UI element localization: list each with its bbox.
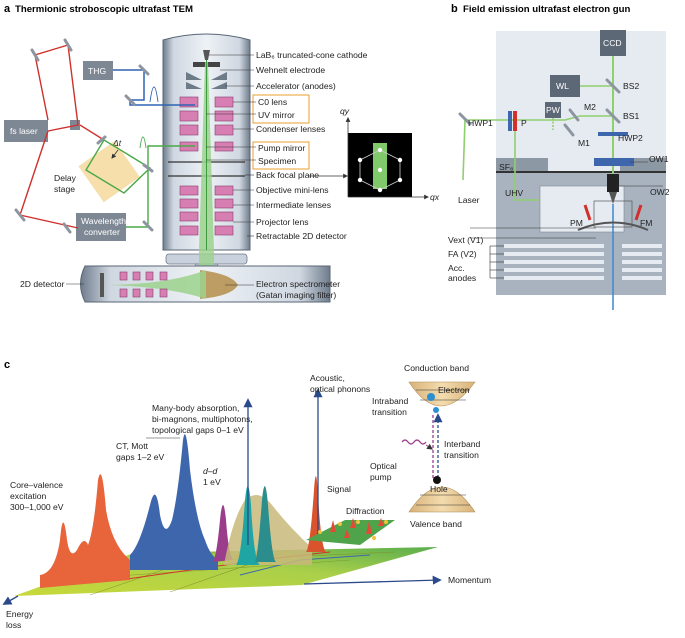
peak-teal-2 (255, 486, 276, 562)
diffraction-surface (306, 520, 395, 545)
panel-b-letter: b (451, 3, 458, 15)
energy-loss-label-1: Energy (6, 609, 34, 619)
ccd-box (600, 30, 626, 56)
label-electron-spectrometer: Electron spectrometer (256, 279, 340, 289)
intraband-label-2: transition (372, 407, 407, 417)
dt-label: Δt (112, 138, 122, 148)
energy-loss-label-2: loss (6, 620, 21, 630)
laser-label: Laser (458, 195, 480, 205)
hole-label: Hole (430, 484, 448, 494)
intraband-label-1: Intraband (372, 396, 409, 406)
label-specimen: Specimen (258, 156, 296, 166)
label-cathode: LaB₆ truncated-cone cathode (256, 50, 368, 60)
panel-c-letter: c (4, 359, 10, 371)
wavelength-converter-box (76, 213, 126, 241)
wavelength-converter-line2: converter (84, 227, 120, 237)
ccd-label: CCD (603, 38, 622, 48)
valence-band-label: Valence band (410, 519, 462, 529)
manybody-label-1: Many-body absorption, (152, 403, 239, 413)
qy-label: qy (340, 106, 350, 116)
m1-label: M1 (578, 138, 590, 148)
conduction-band-label: Conduction band (404, 363, 469, 373)
hwp1-label: HWP1 (468, 118, 493, 128)
dd-label-1: d–d (203, 466, 218, 476)
pm-label: PM (570, 218, 583, 228)
label-2d-detector: 2D detector (20, 279, 65, 289)
uhv-label: UHV (505, 188, 523, 198)
optical-pump-label-1: Optical (370, 461, 397, 471)
optical-pump-wave (401, 439, 427, 445)
interband-label-2: transition (444, 450, 479, 460)
ct-label-2: gaps 1–2 eV (116, 452, 165, 462)
delay-label: Delay (54, 173, 77, 183)
wl-box (550, 75, 580, 97)
pw-box (545, 102, 561, 118)
manybody-label-2: bi-magnons, multiphotons, (152, 414, 253, 424)
panel-b: b Field emission ultrafast electron gun … (448, 3, 670, 310)
label-projector: Projector lens (256, 217, 309, 227)
momentum-label: Momentum (448, 575, 491, 585)
diffraction-label: Diffraction (346, 506, 385, 516)
electron-dot (427, 393, 435, 401)
label-back-focal-plane: Back focal plane (256, 170, 319, 180)
label-accelerator: Accelerator (anodes) (256, 81, 336, 91)
fa-label: FA (V2) (448, 249, 477, 259)
manybody-label-3: topological gaps 0–1 eV (152, 425, 244, 435)
peak-ct-mott (130, 434, 218, 570)
label-c0-lens: C0 lens (258, 97, 287, 107)
label-retractable-detector: Retractable 2D detector (256, 231, 347, 241)
signal-label: Signal (327, 484, 351, 494)
stage-label: stage (54, 184, 75, 194)
pw-label: PW (546, 105, 561, 115)
ow1-window (594, 158, 634, 166)
thg-box (83, 61, 113, 80)
acoustic-label-2: optical phonons (310, 384, 370, 394)
label-wehnelt: Wehnelt electrode (256, 65, 325, 75)
peak-core-valence (40, 474, 130, 588)
bs2-label: BS2 (623, 81, 639, 91)
core-label-2: excitation (10, 491, 47, 501)
ct-label-1: CT, Mott (116, 441, 149, 451)
fs-laser-box (4, 120, 48, 142)
thg-label: THG (88, 66, 106, 76)
hwp2-label: HWP2 (618, 133, 643, 143)
p-label: P (521, 118, 527, 128)
panel-a: a Thermionic stroboscopic ultrafast TEM (4, 3, 440, 303)
label-gatan-filter: (Gatan imaging filter) (256, 290, 336, 300)
core-label-3: 300–1,000 eV (10, 502, 64, 512)
valence-band (408, 486, 476, 513)
panel-a-letter: a (4, 3, 11, 15)
acc-label-line1: Acc. (448, 263, 465, 273)
label-objective: Objective mini-lens (256, 185, 329, 195)
core-label-1: Core–valence (10, 480, 63, 490)
panel-a-title: Thermionic stroboscopic ultrafast TEM (15, 4, 193, 15)
fm-label: FM (640, 218, 652, 228)
pump-specimen-highlight (252, 141, 310, 170)
ow2-label: OW2 (650, 187, 670, 197)
m2-label: M2 (584, 102, 596, 112)
qx-label: qx (430, 192, 440, 202)
hole-dot (433, 476, 441, 484)
acoustic-label-1: Acoustic, (310, 373, 345, 383)
dd-label-2: 1 eV (203, 477, 221, 487)
label-pump-mirror: Pump mirror (258, 143, 305, 153)
label-intermediate: Intermediate lenses (256, 200, 331, 210)
ow1-label: OW1 (649, 154, 669, 164)
vext-label: Vext (V1) (448, 235, 483, 245)
electron-label: Electron (438, 385, 470, 395)
c0-uv-highlight (252, 94, 310, 124)
wl-label: WL (556, 81, 569, 91)
label-condenser: Condenser lenses (256, 124, 325, 134)
sf6-label: SF₆ (499, 162, 513, 172)
interband-label-1: Interband (444, 439, 481, 449)
fs-laser-label: fs laser (10, 126, 38, 136)
wavelength-converter-line1: Wavelength (81, 216, 126, 226)
label-uv-mirror: UV mirror (258, 110, 295, 120)
bs1-label: BS1 (623, 111, 639, 121)
optical-pump-label-2: pump (370, 472, 392, 482)
panel-b-title: Field emission ultrafast electron gun (463, 4, 631, 15)
panel-c: c (2, 359, 491, 630)
acc-label-line2: anodes (448, 273, 476, 283)
